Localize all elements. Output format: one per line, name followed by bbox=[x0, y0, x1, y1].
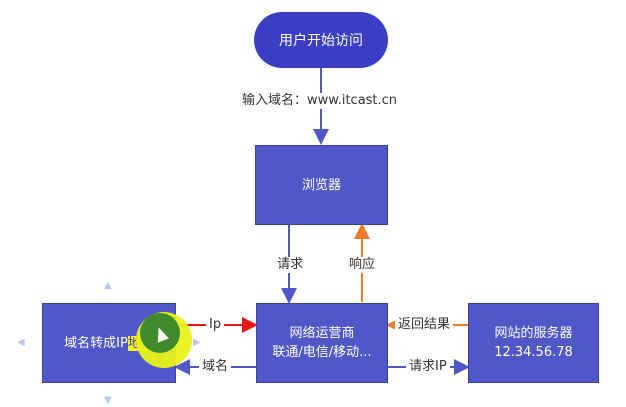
server-node-line1: 网站的服务器 bbox=[494, 326, 573, 341]
browser-node-label: 浏览器 bbox=[301, 177, 341, 193]
start-node-label: 用户开始访问 bbox=[279, 33, 363, 49]
guide-left-icon: ◀ bbox=[17, 337, 25, 348]
edge-label-return-result: 返回结果 bbox=[395, 317, 454, 333]
edge-label-response: 响应 bbox=[346, 257, 379, 273]
server-node: 网站的服务器 12.34.56.78 bbox=[468, 303, 599, 383]
isp-node-line1: 网络运营商 bbox=[289, 326, 355, 341]
guide-right-icon: ▶ bbox=[193, 337, 201, 348]
cursor-highlight-inner bbox=[140, 313, 180, 353]
guide-up-icon: ▲ bbox=[104, 280, 112, 291]
edge-label-request-ip: 请求IP bbox=[406, 359, 450, 375]
edge-label-domain: 域名 bbox=[199, 359, 232, 375]
edge-label-ip: Ip bbox=[206, 317, 225, 333]
isp-node: 网络运营商 联通/电信/移动... bbox=[256, 303, 388, 383]
browser-node: 浏览器 bbox=[255, 145, 388, 225]
isp-node-line2: 联通/电信/移动... bbox=[272, 345, 372, 360]
guide-down-icon: ▼ bbox=[104, 395, 112, 406]
dns-node-label: 域名转成IP bbox=[64, 335, 128, 351]
server-node-line2: 12.34.56.78 bbox=[494, 345, 573, 360]
edge-label-request: 请求 bbox=[274, 257, 307, 273]
edge-label-input-domain: 输入域名：www.itcast.cn bbox=[239, 93, 401, 109]
start-node: 用户开始访问 bbox=[254, 12, 388, 68]
